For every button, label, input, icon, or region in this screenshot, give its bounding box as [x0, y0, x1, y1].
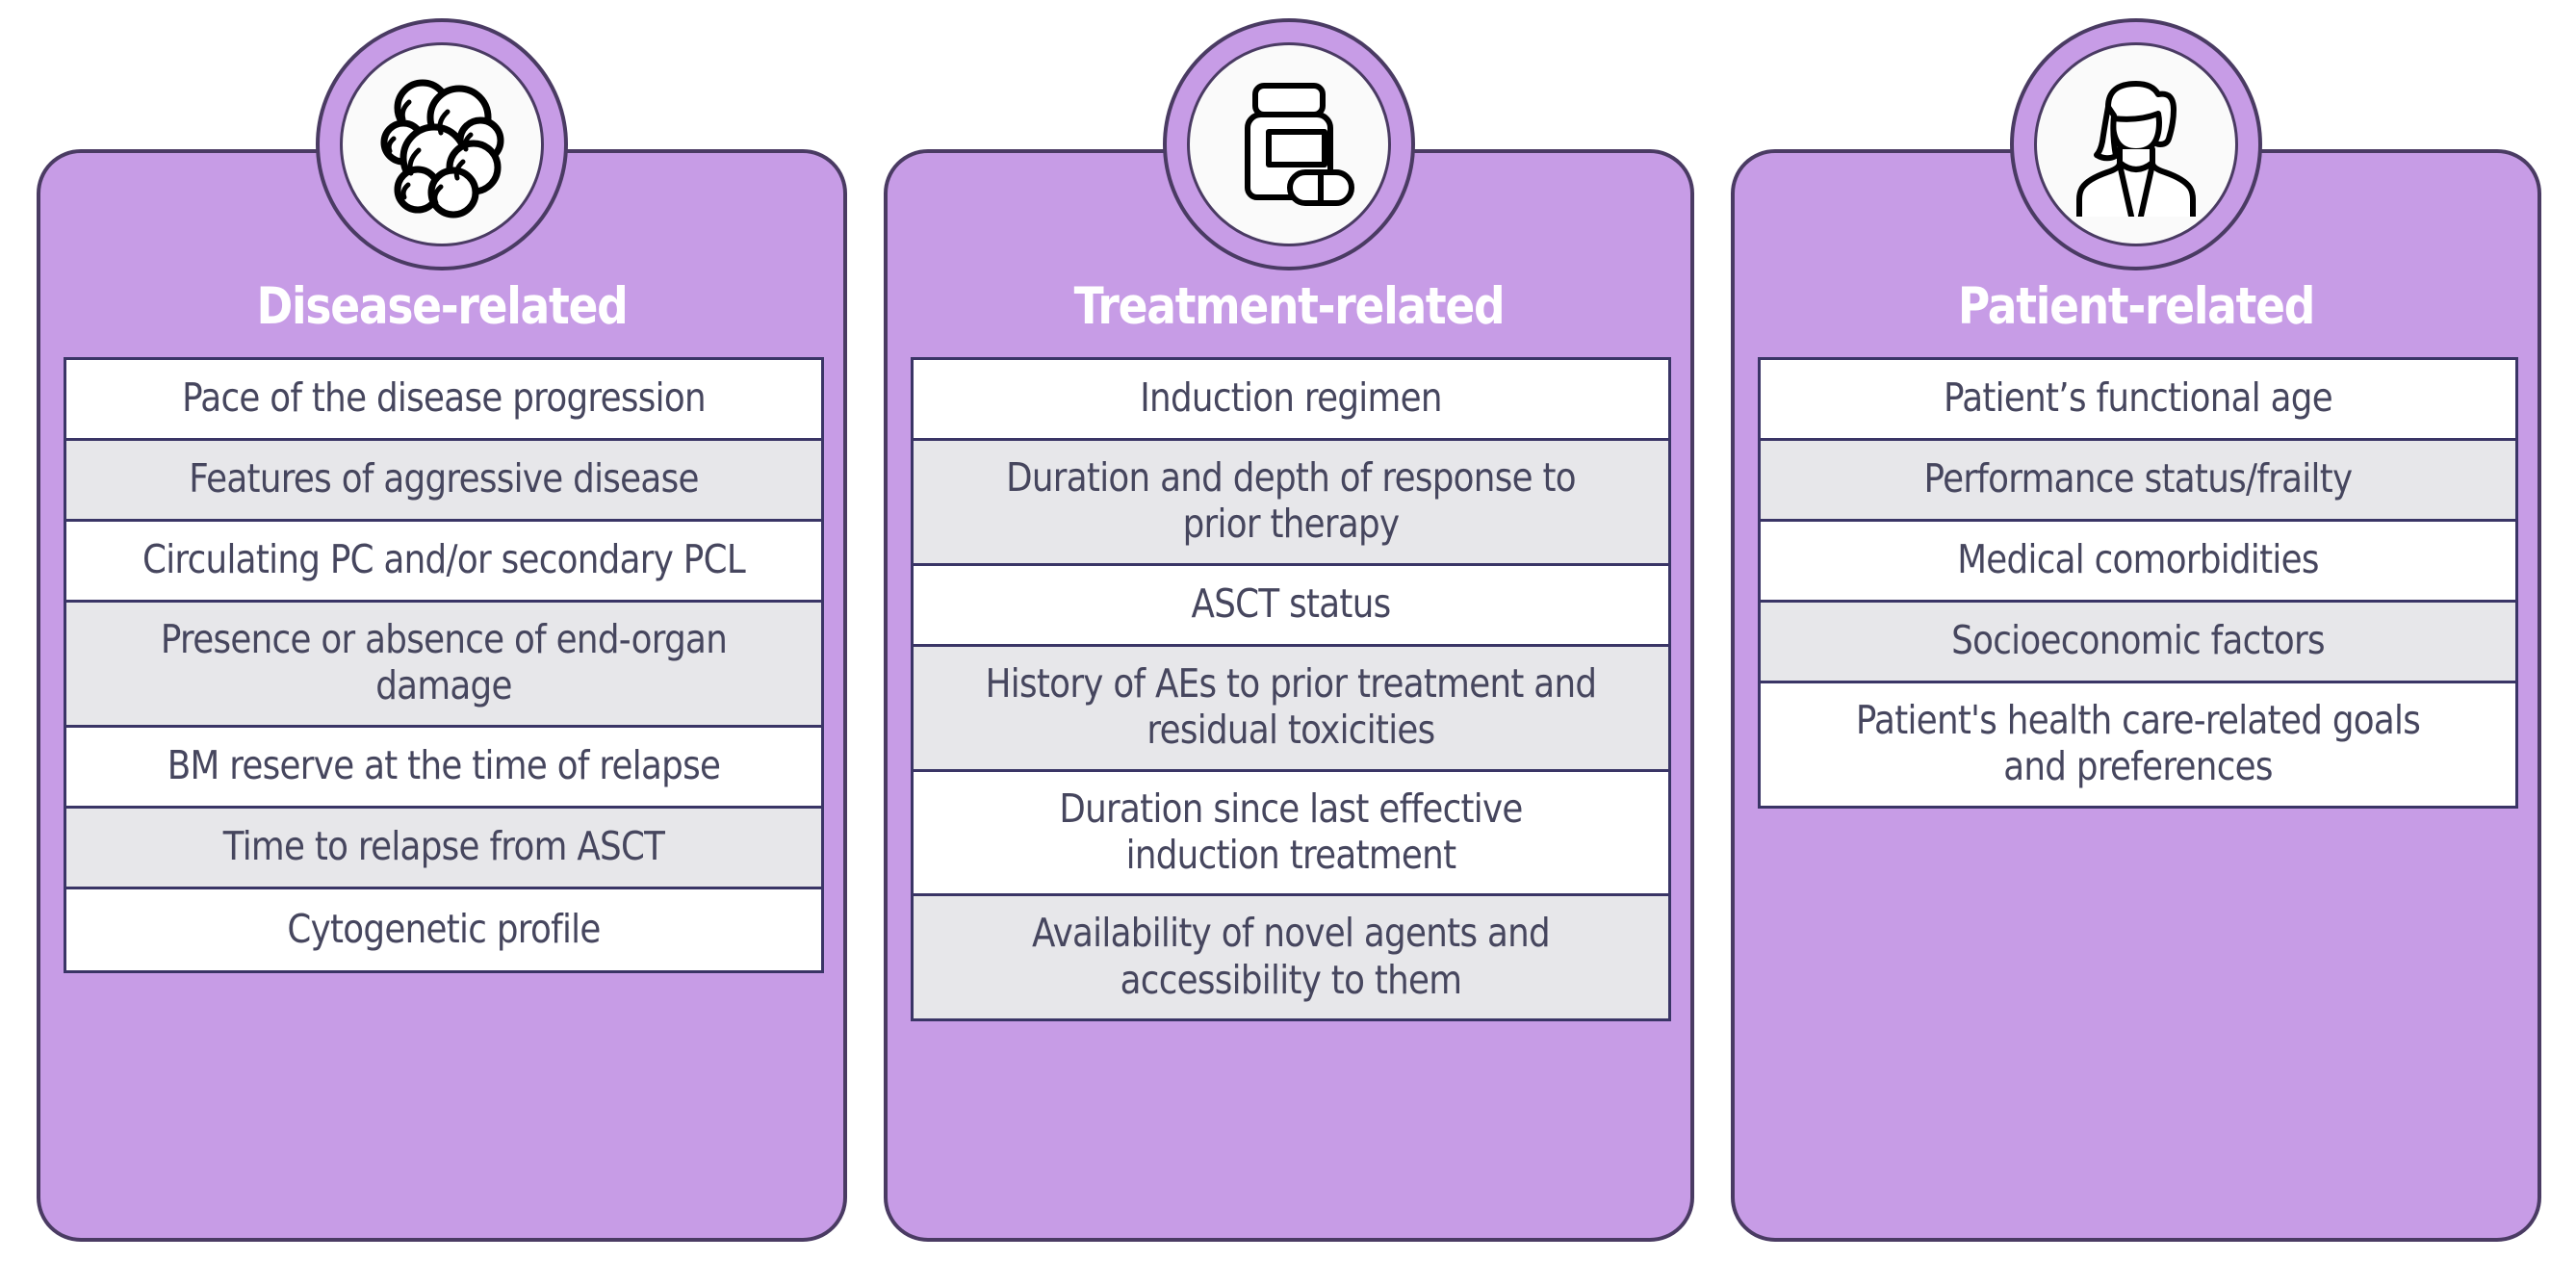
card-title: Treatment-related: [1073, 277, 1506, 336]
table-row: Performance status/frailty: [1761, 441, 2515, 522]
factor-table: Pace of the disease progression Features…: [64, 357, 824, 973]
card-treatment-related: Treatment-related Induction regimen Dura…: [884, 18, 1694, 1242]
pill-bottle-icon-badge: [1163, 18, 1415, 270]
card-patient-related: Patient-related Patient’s functional age…: [1731, 18, 2541, 1242]
factor-table: Induction regimen Duration and depth of …: [911, 357, 1671, 1021]
table-row: Cytogenetic profile: [66, 888, 821, 970]
table-row: Duration since last effective induction …: [914, 771, 1668, 897]
table-row: History of AEs to prior treatment and re…: [914, 646, 1668, 772]
table-cell-text: Availability of novel agents and accessi…: [1031, 910, 1551, 1003]
table-cell-text: Circulating PC and/or secondary PCL: [142, 536, 746, 583]
factor-table: Patient’s functional age Performance sta…: [1758, 357, 2518, 809]
table-row: ASCT status: [914, 565, 1668, 647]
table-cell-text: ASCT status: [1191, 580, 1391, 628]
table-row: Patient’s functional age: [1761, 360, 2515, 441]
table-cell-text: Features of aggressive disease: [189, 455, 699, 502]
cell-cluster-icon-badge: [316, 18, 568, 270]
table-row: Availability of novel agents and accessi…: [914, 896, 1668, 1018]
table-cell-text: Duration and depth of response to prior …: [1006, 454, 1576, 548]
cell-cluster-icon: [340, 42, 544, 246]
table-cell-text: Socioeconomic factors: [1951, 617, 2325, 664]
card-title: Disease-related: [256, 277, 629, 336]
female-patient-icon-badge: [2010, 18, 2262, 270]
female-patient-icon: [2034, 42, 2238, 246]
table-cell-text: Patient’s functional age: [1943, 374, 2333, 422]
table-cell-text: History of AEs to prior treatment and re…: [985, 659, 1597, 754]
table-cell-text: Performance status/frailty: [1923, 455, 2354, 502]
card-title: Patient-related: [1957, 277, 2315, 336]
table-row: Pace of the disease progression: [66, 360, 821, 441]
card-disease-related: Disease-related Pace of the disease prog…: [37, 18, 847, 1242]
table-cell-text: Time to relapse from ASCT: [222, 823, 665, 870]
table-cell-text: BM reserve at the time of relapse: [167, 742, 721, 789]
table-row: Presence or absence of end-organ damage: [66, 603, 821, 728]
pill-bottle-icon: [1187, 42, 1391, 246]
table-cell-text: Presence or absence of end-organ damage: [160, 616, 728, 709]
table-row: Features of aggressive disease: [66, 441, 821, 522]
table-cell-text: Medical comorbidities: [1957, 536, 2319, 583]
table-row: Medical comorbidities: [1761, 522, 2515, 603]
table-cell-text: Duration since last effective induction …: [1059, 785, 1523, 878]
table-cell-text: Patient's health care-related goals and …: [1855, 697, 2421, 790]
table-row: BM reserve at the time of relapse: [66, 727, 821, 809]
table-row: Induction regimen: [914, 360, 1668, 441]
table-cell-text: Induction regimen: [1140, 374, 1442, 422]
table-row: Duration and depth of response to prior …: [914, 441, 1668, 566]
table-row: Time to relapse from ASCT: [66, 808, 821, 889]
table-cell-text: Cytogenetic profile: [287, 905, 601, 952]
table-row: Circulating PC and/or secondary PCL: [66, 522, 821, 603]
table-row: Patient's health care-related goals and …: [1761, 683, 2515, 806]
table-cell-text: Pace of the disease progression: [182, 374, 707, 422]
table-row: Socioeconomic factors: [1761, 603, 2515, 683]
